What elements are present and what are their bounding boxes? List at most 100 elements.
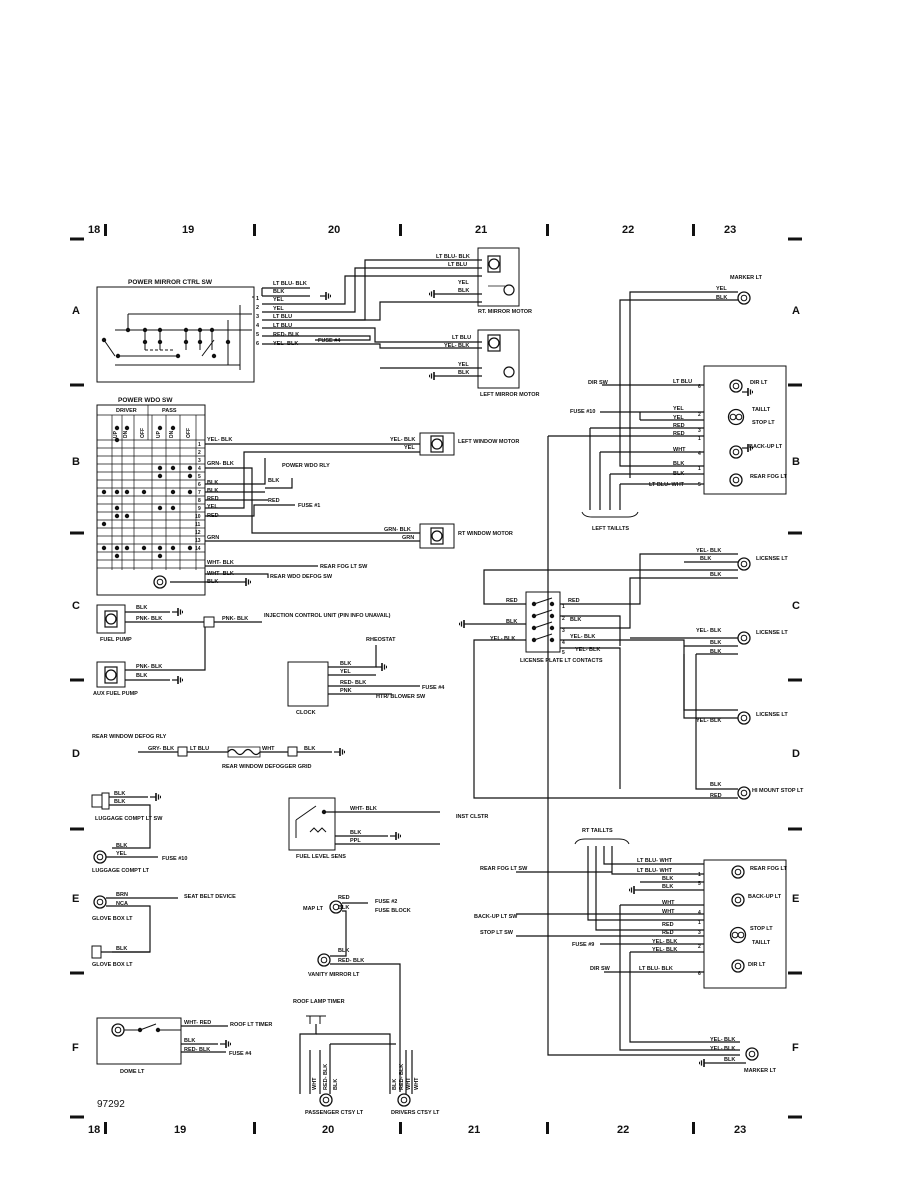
wdo-pin-13: 13: [195, 538, 201, 544]
vanity-wire-1: BLK: [338, 948, 349, 954]
lt-pin-4: 4: [698, 451, 701, 457]
mirror-wire-1: LT BLU- BLK: [273, 281, 307, 287]
map-wire-1: RED: [338, 895, 350, 901]
defog-wire-3: WHT: [262, 746, 275, 752]
col-label-20: 20: [328, 224, 340, 236]
pwr-wdo-col-off2: OFF: [186, 428, 192, 438]
row-label-c: C: [72, 600, 80, 612]
lt-pin-2: 2: [698, 412, 701, 418]
rt-stop-sw-label: STOP LT SW: [480, 930, 514, 936]
pwr-wdo-pass: PASS: [162, 408, 177, 414]
rt-mirror-wire-3: YEL: [458, 280, 469, 286]
rt-stop-lt: STOP LT: [750, 926, 773, 932]
license-wire-5: BLK: [570, 617, 581, 623]
col-label-22: 22: [622, 224, 634, 236]
left-marker-wire-1: YEL: [716, 286, 727, 292]
ctsy-wire-3: BLK: [333, 1079, 339, 1090]
lt-wire-5: RED: [673, 431, 685, 437]
license-wire-8: YEL- BLK: [696, 548, 721, 554]
wdo-wire-5: RED: [207, 496, 219, 502]
rt-taillts-box: [703, 859, 787, 989]
roof-lamp-timer-label: ROOF LAMP TIMER: [293, 999, 345, 1005]
wdo-pin-11: 11: [195, 522, 201, 528]
ctsy-wire-5: RED- BLK: [399, 1064, 405, 1090]
rt-wire-1: LT BLU- WHT: [637, 858, 673, 864]
rear-defog-sw-label: REAR WDO DEFOG SW: [270, 574, 333, 580]
left-fuse-label: FUSE #10: [570, 409, 595, 415]
fuel-wire-3: PNK- BLK: [222, 616, 248, 622]
glove-wire-1: BRN: [116, 892, 128, 898]
dome-wire-3: RED- BLK: [184, 1047, 210, 1053]
luggage-lamp-label: LUGGAGE COMPT LT: [92, 868, 150, 874]
column-footer: 18 19 20 21 22 23: [70, 1115, 802, 1136]
fuel-pump-box: [96, 604, 126, 634]
rt-wire-5: WHT: [662, 900, 675, 906]
clock-label: CLOCK: [296, 710, 316, 716]
col-label-18: 18: [88, 1124, 100, 1136]
clock-fuse-label: FUSE #4: [422, 685, 445, 691]
wdo-wire-10: WHT- BLK: [207, 571, 234, 577]
license-contacts-box: [525, 591, 561, 653]
wdo-wire-1: YEL- BLK: [207, 437, 232, 443]
ctsy-wire-7: WHT: [414, 1077, 420, 1090]
pwr-wdo-driver: DRIVER: [116, 408, 137, 414]
glove-box-section: BRN NCA SEAT BELT DEVICE GLOVE BOX LT BL…: [91, 892, 236, 968]
license-wire-16: RED: [710, 793, 722, 799]
rt-wire-8: RED: [662, 930, 674, 936]
clock-wire-2: YEL: [340, 669, 351, 675]
aux-fuel-wire-2: BLK: [136, 673, 147, 679]
left-taillts-box: [703, 365, 787, 495]
luggage-section: BLK BLK LUGGAGE COMPT LT SW BLK YEL FUSE…: [91, 791, 187, 874]
map-light-section: MAP LT RED BLK FUSE #2 FUSE BLOCK BLK RE…: [303, 895, 411, 1092]
roof-lt-timer-label: ROOF LT TIMER: [230, 1022, 272, 1028]
col-label-21: 21: [475, 224, 487, 236]
fuel-level-wire-2: BLK: [350, 830, 361, 836]
rt-rear-fog-sw-label: REAR FOG LT SW: [480, 866, 528, 872]
rt-marker-label: MARKER LT: [744, 1068, 777, 1074]
wdo-pin-8: 8: [198, 498, 201, 504]
license-wire-4: RED: [568, 598, 580, 604]
mirror-pin-4: 4: [256, 323, 260, 329]
glove-box-switch-label: GLOVE BOX LT: [92, 962, 133, 968]
left-mirror-wire-1: LT BLU: [452, 335, 471, 341]
left-mirror-wire-4: BLK: [458, 370, 469, 376]
ctsy-wire-4: BLK: [392, 1079, 398, 1090]
mirror-wire-6: LT BLU: [273, 323, 292, 329]
clock-wire-3: RED- BLK: [340, 680, 366, 686]
map-wire-2: BLK: [338, 905, 349, 911]
license-wire-2: BLK: [506, 619, 517, 625]
mirror-pin-5: 5: [256, 332, 259, 338]
left-dir-sw-label: DIR SW: [588, 380, 609, 386]
dome-light-section: WHT- RED BLK RED- BLK ROOF LT TIMER FUSE…: [96, 1017, 272, 1075]
rt-pin-5: 5: [698, 881, 701, 887]
col-label-20: 20: [322, 1124, 334, 1136]
passenger-ctsy-label: PASSENGER CTSY LT: [305, 1110, 364, 1116]
left-wdo-wire-2: YEL: [404, 445, 415, 451]
clock-wire-1: BLK: [340, 661, 351, 667]
left-taillts-label: LEFT TAILLTS: [592, 526, 629, 532]
dome-wire-2: BLK: [184, 1038, 195, 1044]
fuel-level-box: [288, 797, 336, 851]
wdo-pin-1: 1: [198, 442, 201, 448]
lt-pin-3: 3: [698, 428, 701, 434]
fuel-level-wire-3: PPL: [350, 838, 361, 844]
pwr-wdo-col-up: UP: [113, 430, 119, 438]
drivers-ctsy-label: DRIVERS CTSY LT: [391, 1110, 440, 1116]
luggage-wire-3: BLK: [116, 843, 127, 849]
rt-mirror-wire-1: LT BLU- BLK: [436, 254, 470, 260]
rt-backup-sw-label: BACK-UP LT SW: [474, 914, 518, 920]
license-wire-1: RED: [506, 598, 518, 604]
license-wire-12: BLK: [710, 640, 721, 646]
lt-pin-1: 1: [698, 436, 701, 442]
license-wire-9: BLK: [700, 556, 711, 562]
fuel-level-section: WHT- BLK BLK PPL INST CLSTR FUEL LEVEL S…: [288, 797, 488, 860]
left-mirror-wire-2: YEL- BLK: [444, 343, 469, 349]
left-rear-fog-lt: REAR FOG LT: [750, 474, 788, 480]
rt-taillt: TAILLT: [752, 940, 771, 946]
luggage-wire-2: BLK: [114, 799, 125, 805]
rt-window-motor-label: RT WINDOW MOTOR: [458, 531, 513, 537]
wdo-pin-7: 7: [198, 490, 201, 496]
courtesy-section: ROOF LAMP TIMER WHT RED- BLK BLK BLK RED…: [293, 999, 440, 1116]
rt-backup-lt: BACK-UP LT: [748, 894, 782, 900]
